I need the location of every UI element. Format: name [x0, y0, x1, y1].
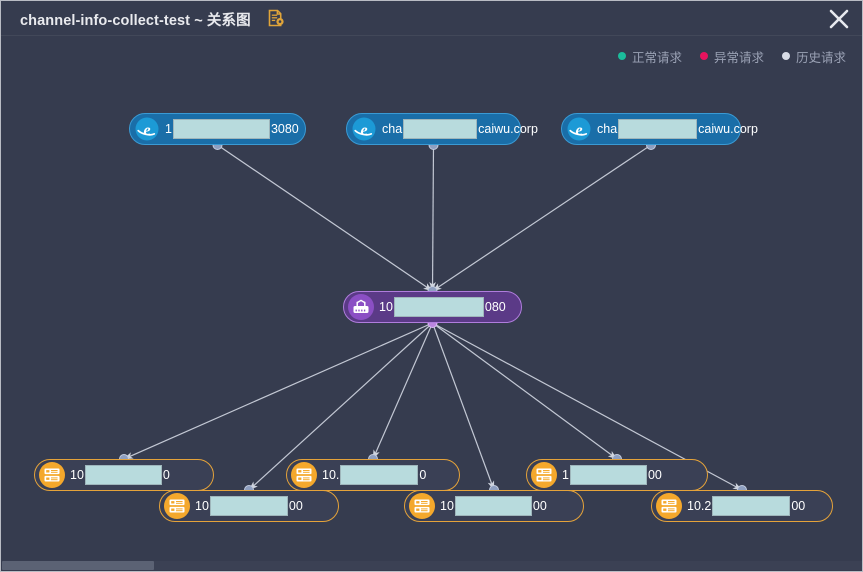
- node-label-suffix: caiwu.corp: [698, 122, 758, 136]
- graph-node-label: 10 00: [195, 496, 303, 516]
- graph-node-label: 10 0: [70, 465, 170, 485]
- graph-node-server-6[interactable]: 10.2 00: [651, 490, 833, 522]
- node-label-suffix: 3080: [270, 122, 299, 136]
- node-label-redacted-region: [340, 465, 419, 485]
- node-label-suffix: 00: [288, 499, 303, 513]
- node-label-redacted-region: [84, 465, 162, 485]
- graph-node-server-5[interactable]: 10 00: [404, 490, 584, 522]
- graph-node-label: 1 3080: [165, 119, 299, 139]
- legend-dot-abnormal: [699, 52, 708, 60]
- node-label-suffix: 0: [162, 468, 170, 482]
- node-label-prefix: cha: [597, 122, 618, 136]
- node-label-prefix: 10.: [322, 468, 340, 482]
- svg-text:e: e: [143, 122, 150, 139]
- graph-node-server-2[interactable]: 10.0: [286, 459, 460, 491]
- legend-dot-history: [781, 52, 790, 60]
- node-label-prefix: 10: [440, 499, 454, 513]
- legend-item-normal-request[interactable]: 正常请求: [617, 47, 682, 66]
- node-label-prefix: 1: [165, 122, 172, 136]
- page-title: channel-info-collect-test ~ 关系图: [20, 13, 251, 29]
- node-label-suffix: caiwu.corp: [478, 122, 538, 136]
- server-rack-icon: [39, 462, 65, 488]
- graph-node-label: 10.0: [322, 465, 426, 485]
- graph-node-server-3[interactable]: 1 00: [526, 459, 708, 491]
- graph-node-browser-1[interactable]: e 1 3080: [129, 113, 306, 145]
- legend: 正常请求 异常请求 历史请求: [617, 46, 846, 66]
- node-label-suffix: 00: [647, 468, 662, 482]
- internet-explorer-icon: e: [134, 116, 160, 142]
- graph-node-label: 10 080: [379, 297, 506, 317]
- node-label-redacted-region: [209, 496, 288, 516]
- horizontal-scrollbar[interactable]: [2, 561, 862, 570]
- legend-label-history: 历史请求: [795, 50, 846, 65]
- internet-explorer-icon: e: [566, 116, 592, 142]
- graph-node-router-1[interactable]: 10 080: [343, 291, 522, 323]
- node-label-suffix: 00: [532, 499, 547, 513]
- graph-node-browser-3[interactable]: e cha caiwu.corp: [561, 113, 758, 145]
- server-rack-icon: [656, 493, 682, 519]
- horizontal-scrollbar-thumb[interactable]: [2, 561, 154, 570]
- graph-edge: [429, 144, 436, 292]
- legend-dot-normal: [617, 52, 626, 60]
- legend-label-abnormal: 异常请求: [713, 50, 764, 65]
- legend-label-normal: 正常请求: [631, 50, 682, 65]
- graph-edge: [217, 144, 433, 292]
- graph-edge: [372, 322, 434, 460]
- node-label-prefix: 1: [562, 468, 569, 482]
- graph-edge: [123, 322, 433, 460]
- node-label-redacted-region: [172, 119, 270, 139]
- window-titlebar: channel-info-collect-test ~ 关系图: [1, 1, 862, 36]
- close-button[interactable]: [822, 3, 856, 35]
- server-rack-icon: [409, 493, 435, 519]
- graph-node-server-1[interactable]: 10 0: [34, 459, 214, 491]
- node-label-prefix: 10.2: [687, 499, 712, 513]
- graph-node-browser-2[interactable]: e cha caiwu.corp: [346, 113, 538, 145]
- svg-text:e: e: [360, 122, 367, 139]
- graph-edge: [432, 322, 618, 460]
- server-rack-icon: [531, 462, 557, 488]
- node-label-redacted-region: [618, 119, 698, 139]
- node-label-prefix: 10: [195, 499, 209, 513]
- graph-node-label: 1 00: [562, 465, 662, 485]
- node-label-prefix: 10: [379, 300, 393, 314]
- server-rack-icon: [164, 493, 190, 519]
- graph-node-label: 10 00: [440, 496, 547, 516]
- node-label-redacted-region: [403, 119, 478, 139]
- svg-text:e: e: [575, 122, 582, 139]
- graph-node-server-4[interactable]: 10 00: [159, 490, 339, 522]
- legend-item-abnormal-request[interactable]: 异常请求: [699, 47, 764, 66]
- node-label-prefix: 10: [70, 468, 84, 482]
- report-document-icon[interactable]: [266, 8, 286, 28]
- graph-node-label: cha caiwu.corp: [382, 119, 538, 139]
- legend-item-history-request[interactable]: 历史请求: [781, 47, 846, 66]
- graph-node-label: cha caiwu.corp: [597, 119, 758, 139]
- internet-explorer-icon: e: [351, 116, 377, 142]
- router-icon: [348, 294, 374, 320]
- node-label-redacted-region: [569, 465, 647, 485]
- node-label-prefix: cha: [382, 122, 403, 136]
- graph-node-label: 10.2 00: [687, 496, 805, 516]
- node-label-suffix: 080: [484, 300, 506, 314]
- graph-edge: [432, 144, 652, 292]
- node-label-redacted-region: [393, 297, 484, 317]
- node-label-suffix: 00: [791, 499, 806, 513]
- node-label-suffix: 0: [419, 468, 427, 482]
- node-label-redacted-region: [712, 496, 791, 516]
- node-label-redacted-region: [454, 496, 532, 516]
- server-rack-icon: [291, 462, 317, 488]
